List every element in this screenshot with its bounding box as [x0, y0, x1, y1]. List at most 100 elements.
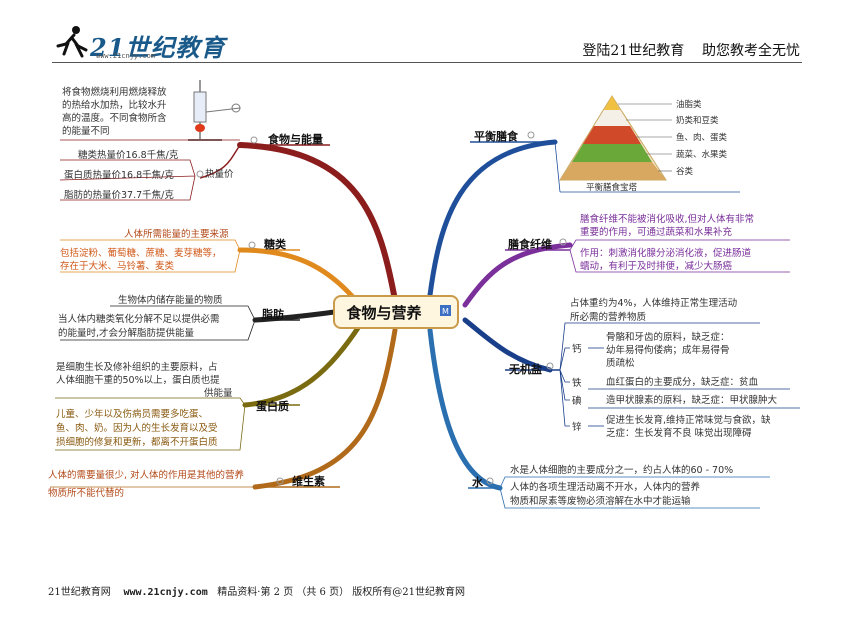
mineral-iodine-name: 碘 — [572, 395, 582, 407]
svg-text:人体细胞干重的50%以上，蛋白质也提: 人体细胞干重的50%以上，蛋白质也提 — [56, 374, 220, 386]
energy-branch[interactable]: 食物与能量 — [240, 132, 330, 146]
svg-text:脂肪的热量价37.7千焦/克: 脂肪的热量价37.7千焦/克 — [64, 189, 174, 201]
svg-text:维生素: 维生素 — [292, 474, 325, 488]
svg-text:M: M — [442, 307, 449, 316]
svg-text:高的温度。不同食物所含: 高的温度。不同食物所含 — [62, 112, 167, 124]
protein-branch[interactable]: 蛋白质 — [245, 399, 300, 413]
header-divider — [52, 62, 802, 63]
protein-branch-line — [242, 322, 363, 408]
center-node[interactable]: 食物与营养 M — [333, 295, 459, 329]
pyramid-level-labels: 油脂类 奶类和豆类 鱼、肉、蛋类 蔬菜、水果类 谷类 — [676, 99, 728, 177]
fiber-label: 膳食纤维 — [507, 237, 552, 251]
fiber-branch-line — [462, 242, 573, 308]
vitamin-branch[interactable]: 维生素 — [255, 474, 340, 488]
heat-value-label: 热量价 — [205, 168, 234, 180]
heat-collapse-icon[interactable] — [196, 170, 204, 178]
svg-text:所必需的营养物质: 所必需的营养物质 — [570, 311, 647, 323]
minerals-branch-line — [462, 317, 553, 373]
energy-label: 食物与能量 — [268, 132, 323, 146]
svg-text:存在于大米、马铃薯、麦类: 存在于大米、马铃薯、麦类 — [60, 260, 175, 272]
svg-text:蛋白质热量价16.8千焦/克: 蛋白质热量价16.8千焦/克 — [64, 169, 174, 181]
svg-text:人体的需要量很少, 对人体的作用是其他的营养: 人体的需要量很少, 对人体的作用是其他的营养 — [48, 469, 245, 481]
svg-text:促进生长发育,维持正常味觉与食欲，缺: 促进生长发育,维持正常味觉与食欲，缺 — [606, 414, 771, 426]
fat-detail: 当人体内糖类氧化分解不足以提供必需 的能量时,才会分解脂肪提供能量 — [58, 313, 220, 339]
footer-site: 21世纪教育网 — [48, 587, 111, 598]
map-badge-icon — [440, 305, 451, 316]
svg-text:重要的作用，可通过蔬菜和水果补充: 重要的作用，可通过蔬菜和水果补充 — [580, 226, 733, 238]
svg-text:蔬菜、水果类: 蔬菜、水果类 — [676, 149, 728, 160]
sugar-detail: 包括淀粉、葡萄糖、蔗糖、麦芽糖等， 存在于大米、马铃薯、麦类 — [60, 247, 222, 272]
minerals-summary: 占体重约为4%，人体维持正常生理活动 所必需的营养物质 — [570, 297, 737, 323]
energy-experiment-note: 将食物燃烧利用燃烧释放 的热给水加热，比较水升 高的温度。不同食物所含 的能量不… — [62, 86, 167, 137]
footer-copyright: 精品资料·第 2 页 （共 6 页） 版权所有@21世纪教育网 — [217, 587, 465, 598]
page-footer: 21世纪教育网 www.21cnjy.com 精品资料·第 2 页 （共 6 页… — [48, 583, 465, 598]
food-pyramid-image — [559, 95, 672, 181]
sugar-branch-line — [237, 247, 363, 308]
svg-text:占体重约为4%，人体维持正常生理活动: 占体重约为4%，人体维持正常生理活动 — [570, 297, 737, 309]
fiber-note-2: 作用：刺激消化腺分泌消化液，促进肠道 蠕动，有利于及时排便，减少大肠癌 — [580, 247, 752, 272]
footer-url[interactable]: www.21cnjy.com — [123, 587, 208, 598]
svg-text:将食物燃烧利用燃烧释放: 将食物燃烧利用燃烧释放 — [62, 86, 167, 98]
svg-text:幼年易得佝偻病；成年易得骨: 幼年易得佝偻病；成年易得骨 — [606, 344, 730, 356]
water-note-2: 人体的各项生理活动离不开水，人体内的营养 物质和尿素等废物必须溶解在水中才能运输 — [510, 481, 701, 507]
protein-detail: 儿童、少年以及伤病员需要多吃蛋、 鱼、肉、奶。因为人的生长发育以及受 损细胞的修… — [56, 408, 218, 448]
heat-values-list: 糖类热量价16.8千焦/克 蛋白质热量价16.8千焦/克 脂肪的热量价37.7千… — [64, 149, 179, 201]
logo-text: 21世纪教育 — [90, 33, 226, 62]
svg-text:谷类: 谷类 — [676, 166, 694, 177]
balanced-branch[interactable]: 平衡膳食 — [470, 129, 555, 143]
svg-text:的能量时,才会分解脂肪提供能量: 的能量时,才会分解脂肪提供能量 — [58, 327, 195, 339]
mineral-iodine[interactable]: 碘 造甲状腺素的原料，缺乏症：甲状腺肿大 — [572, 394, 800, 409]
svg-text:蠕动，有利于及时排便，减少大肠癌: 蠕动，有利于及时排便，减少大肠癌 — [580, 260, 733, 272]
balanced-label: 平衡膳食 — [474, 129, 519, 143]
minerals-branch[interactable]: 无机盐 — [505, 362, 560, 376]
svg-text:鱼、肉、奶。因为人的生长发育以及受: 鱼、肉、奶。因为人的生长发育以及受 — [56, 422, 218, 434]
svg-text:膳食纤维不能被消化吸收,但对人体有非常: 膳食纤维不能被消化吸收,但对人体有非常 — [580, 213, 754, 225]
svg-text:骨骼和牙齿的原料，缺乏症：: 骨骼和牙齿的原料，缺乏症： — [606, 331, 730, 343]
minerals-collapse-icon[interactable] — [546, 362, 554, 370]
pyramid-caption: 平衡膳食宝塔 — [586, 182, 638, 193]
site-logo — [52, 24, 212, 62]
svg-text:是细胞生长及修补组织的主要原料，占: 是细胞生长及修补组织的主要原料，占 — [56, 361, 218, 373]
water-branch[interactable]: 水 — [468, 475, 500, 489]
sugar-collapse-icon[interactable] — [248, 241, 256, 249]
balanced-collapse-icon[interactable] — [527, 131, 535, 139]
water-collapse-icon[interactable] — [486, 477, 494, 485]
fiber-collapse-icon[interactable] — [559, 238, 567, 246]
vitamin-collapse-icon[interactable] — [276, 477, 284, 485]
svg-text:物质所不能代替的: 物质所不能代替的 — [48, 487, 124, 499]
water-branch-line — [427, 327, 503, 491]
mineral-calcium[interactable]: 钙 骨骼和牙齿的原料，缺乏症： 幼年易得佝偻病；成年易得骨 质疏松 — [572, 331, 730, 369]
mineral-iron[interactable]: 铁 血红蛋白的主要成分，缺乏症：贫血 — [572, 376, 790, 390]
sugar-branch[interactable]: 糖类 — [240, 237, 300, 251]
svg-text:作用：刺激消化腺分泌消化液，促进肠道: 作用：刺激消化腺分泌消化液，促进肠道 — [580, 247, 752, 259]
svg-text:包括淀粉、葡萄糖、蔗糖、麦芽糖等，: 包括淀粉、葡萄糖、蔗糖、麦芽糖等， — [60, 247, 222, 259]
energy-branch-line — [237, 142, 398, 303]
fat-label: 脂肪 — [261, 307, 284, 321]
fat-branch[interactable]: 脂肪 — [255, 307, 300, 321]
svg-text:血红蛋白的主要成分，缺乏症：贫血: 血红蛋白的主要成分，缺乏症：贫血 — [606, 376, 759, 388]
svg-text:鱼、肉、蛋类: 鱼、肉、蛋类 — [676, 132, 728, 143]
water-note-1: 水是人体细胞的主要成分之一，约占人体的60 - 70% — [510, 464, 733, 476]
water-label: 水 — [472, 475, 484, 489]
svg-text:造甲状腺素的原料，缺乏症：甲状腺肿大: 造甲状腺素的原料，缺乏症：甲状腺肿大 — [606, 394, 778, 406]
center-title: 食物与营养 — [346, 304, 422, 322]
fiber-branch[interactable]: 膳食纤维 — [505, 237, 570, 251]
svg-text:糖类热量价16.8千焦/克: 糖类热量价16.8千焦/克 — [78, 149, 179, 161]
mineral-zinc[interactable]: 锌 促进生长发育,维持正常味觉与食欲，缺 乏症：生长发育不良 味觉出现障碍 — [572, 414, 771, 439]
svg-text:乏症：生长发育不良 味觉出现障碍: 乏症：生长发育不良 味觉出现障碍 — [606, 427, 752, 439]
sugar-note: 人体所需能量的主要来源 — [124, 228, 229, 240]
mineral-iron-name: 铁 — [572, 377, 582, 389]
svg-text:物质和尿素等废物必须溶解在水中才能运输: 物质和尿素等废物必须溶解在水中才能运输 — [510, 495, 691, 507]
svg-text:当人体内糖类氧化分解不足以提供必需: 当人体内糖类氧化分解不足以提供必需 — [58, 313, 220, 325]
svg-text:儿童、少年以及伤病员需要多吃蛋、: 儿童、少年以及伤病员需要多吃蛋、 — [56, 408, 208, 420]
svg-text:损细胞的修复和更新，都离不开蛋白质: 损细胞的修复和更新，都离不开蛋白质 — [56, 436, 218, 448]
burning-experiment-icon — [188, 80, 241, 141]
svg-text:人体的各项生理活动离不开水，人体内的营养: 人体的各项生理活动离不开水，人体内的营养 — [510, 481, 701, 493]
protein-note: 是细胞生长及修补组织的主要原料，占 人体细胞干重的50%以上，蛋白质也提 供能量 — [56, 361, 233, 399]
balanced-branch-line — [427, 139, 558, 298]
header-slogan: 登陆21世纪教育 助您教考全无忧 — [582, 43, 800, 59]
svg-text:奶类和豆类: 奶类和豆类 — [676, 115, 719, 126]
svg-text:的能量不同: 的能量不同 — [62, 125, 110, 137]
energy-collapse-icon[interactable] — [250, 136, 258, 144]
mineral-calcium-name: 钙 — [572, 343, 582, 355]
